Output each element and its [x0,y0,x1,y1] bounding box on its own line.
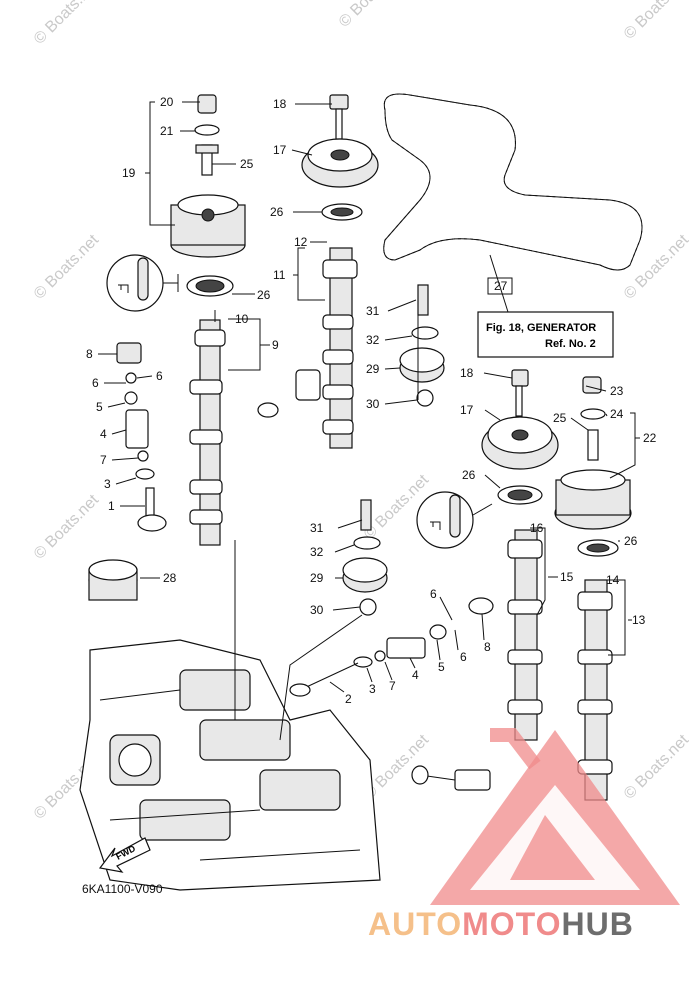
watermark: © Boats.net [621,231,693,303]
watermark: © Boats.net [621,0,693,43]
label-16: 16 [530,521,544,535]
label-22: 22 [643,431,657,445]
center-camshaft [257,247,358,449]
left-camshaft [189,310,226,546]
label-10: 10 [235,312,249,326]
brand-text: AUTOMOTOHUB [368,906,634,942]
label-4b: 4 [412,668,419,682]
automotohub-logo: AUTOMOTOHUB [368,728,680,942]
part-labels: 20 21 19 25 18 17 26 12 11 26 10 9 8 6 6… [86,95,657,706]
brand-part3: HUB [561,906,633,942]
label-6a: 6 [92,376,99,390]
label-21: 21 [160,124,174,138]
label-29a: 29 [366,362,380,376]
label-8b: 8 [484,640,491,654]
label-6b: 6 [156,369,163,383]
detail-callout-left [106,254,179,312]
label-17a: 17 [273,143,287,157]
label-31a: 31 [366,304,380,318]
label-13: 13 [632,613,646,627]
lower-idler [88,499,388,616]
label-12: 12 [294,235,308,249]
brand-part2: MOTO [462,906,561,942]
label-6c: 6 [430,587,437,601]
label-26b: 26 [257,288,271,302]
label-30a: 30 [366,397,380,411]
leader-lines [98,101,640,741]
label-9: 9 [272,338,279,352]
label-8a: 8 [86,347,93,361]
label-7a: 7 [100,453,107,467]
label-32a: 32 [366,333,380,347]
watermark: © Boats.net [336,0,408,31]
reference-box[interactable]: Fig. 18, GENERATOR Ref. No. 2 [477,254,614,358]
timing-belt [383,93,643,271]
label-26a: 26 [270,205,284,219]
label-26d: 26 [624,534,638,548]
cylinder-head [79,639,381,891]
diagram-code: 6KA1100-V090 [82,882,163,896]
label-32b: 32 [310,545,324,559]
label-3b: 3 [369,682,376,696]
label-28: 28 [163,571,177,585]
watermark: © Boats.net [31,231,103,303]
label-19: 19 [122,166,136,180]
label-18b: 18 [460,366,474,380]
label-31b: 31 [310,521,324,535]
label-20: 20 [160,95,174,109]
watermark: © Boats.net [31,0,103,48]
brand-part1: AUTO [368,906,462,942]
lower-valve-parts [289,597,494,791]
upper-idler [399,284,445,407]
label-30b: 30 [310,603,324,617]
label-7b: 7 [389,679,396,693]
label-5b: 5 [438,660,445,674]
label-26c: 26 [462,468,476,482]
label-25a: 25 [240,157,254,171]
right-pulley-assembly [481,369,632,557]
label-17b: 17 [460,403,474,417]
watermark: © Boats.net [31,491,103,563]
label-18a: 18 [273,97,287,111]
label-27: 27 [494,279,508,293]
left-valve-parts [116,342,167,532]
label-23: 23 [610,384,624,398]
reference-line1: Fig. 18, GENERATOR [486,322,596,334]
label-6d: 6 [460,650,467,664]
detail-callout-right [416,491,493,549]
label-11: 11 [273,268,286,282]
label-5a: 5 [96,400,103,414]
center-pulley-assembly [301,94,379,221]
reference-line2: Ref. No. 2 [545,338,596,350]
label-1: 1 [108,499,115,513]
label-4a: 4 [100,427,107,441]
watermark: © Boats.net [621,731,693,803]
label-14: 14 [606,573,620,587]
label-29b: 29 [310,571,324,585]
label-3a: 3 [104,477,111,491]
label-2: 2 [345,692,352,706]
left-pulley-assembly [170,94,246,297]
right-camshafts [507,529,613,801]
label-24: 24 [610,407,624,421]
label-25b: 25 [553,411,567,425]
label-15: 15 [560,570,574,584]
